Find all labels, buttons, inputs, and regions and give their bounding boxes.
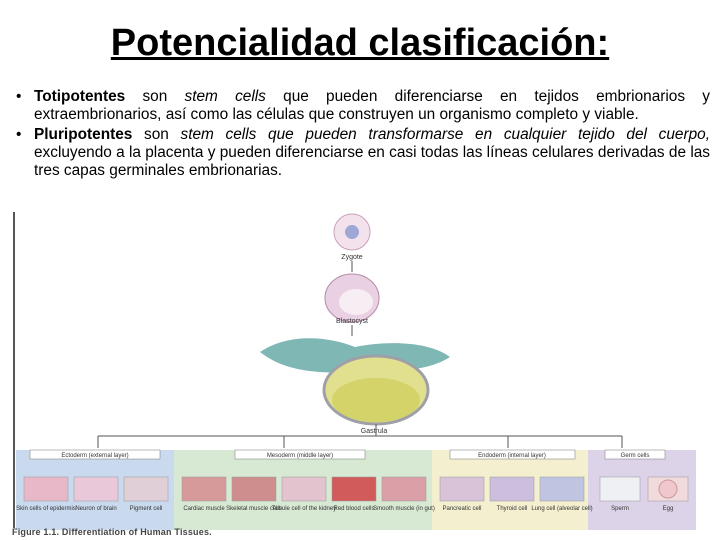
cell-label: Sperm [611,506,629,512]
cell-tile: Thyroid cell [489,476,535,512]
bullet-text: excluyendo a la placenta y pueden difere… [34,144,710,179]
cell-tile: Egg [647,476,689,512]
cell-tile: Cardiac muscle [181,476,227,512]
zygote-nucleus-icon [345,225,359,239]
bullet-pluripotentes: • Pluripotentes son stem cells que puede… [14,126,710,180]
cell-label: Skeletal muscle cells [226,506,282,512]
emph-italic-text: que pueden transformarse en cualquier te… [256,126,710,143]
cell-label: Neuron of brain [75,506,116,512]
layer-label-box [449,449,576,460]
emph-stem-cells: stem cells [180,126,257,143]
cell-label: Pancreatic cell [442,506,481,512]
layer-label-box [29,449,161,460]
layer-label-endoderm: Endoderm (internal layer) [478,453,546,459]
term-totipotentes: Totipotentes [34,88,126,105]
term-pluripotentes: Pluripotentes [34,126,133,143]
bullet-dot-icon: • [16,126,22,143]
cell-tile: Skeletal muscle cells [226,476,282,512]
figure-caption: Figure 1.1. Differentiation of Human Tis… [12,527,212,537]
cell-label: Red blood cells [333,506,374,512]
cell-tile: Red blood cells [331,476,377,512]
layer-label-germ: Germ cells [621,453,650,459]
cell-label: Cardiac muscle [183,506,225,512]
cell-label: Tubule cell of the kidney [272,506,336,512]
connector-text: son [132,126,181,143]
cell-tile: Pigment cell [123,476,169,512]
cell-tile: Smooth muscle (in gut) [373,476,435,512]
cell-tile: Neuron of brain [73,476,119,512]
cell-label: Egg [663,506,674,512]
stage-label-zygote: Zygote [341,254,363,261]
layer-label-box [604,449,666,460]
layer-label-mesoderm: Mesoderm (middle layer) [267,453,333,459]
emph-stem-cells: stem cells [184,88,266,105]
cell-label: Smooth muscle (in gut) [373,506,435,512]
cell-tile: Skin cells of epidermis [16,476,76,512]
differentiation-figure: Zygote Blastocyst Gastrula Ectoderm (ext… [13,212,696,530]
bullet-text: que pueden diferenciarse en tejidos embr… [34,88,710,123]
cell-label: Pigment cell [130,506,163,512]
cell-tile: Sperm [599,476,641,512]
layer-label-ectoderm: Ectoderm (external layer) [61,453,128,459]
cell-tile: Lung cell (alveolar cell) [531,476,593,512]
slide-title: Potencialidad clasificación: [110,22,610,64]
stage-label-gastrula: Gastrula [361,428,388,435]
connector-text: son [125,88,185,105]
cell-tile: Tubule cell of the kidney [272,476,336,512]
bullet-dot-icon: • [16,88,22,105]
cell-tile: Pancreatic cell [439,476,485,512]
bullet-list: • Totipotentes son stem cells que pueden… [14,88,710,182]
blastocyst-cavity-icon [339,289,373,315]
cell-label: Lung cell (alveolar cell) [531,506,592,512]
stage-label-blastocyst: Blastocyst [336,318,368,325]
bullet-totipotentes: • Totipotentes son stem cells que pueden… [14,88,710,124]
cell-label: Thyroid cell [497,506,528,512]
cell-label: Skin cells of epidermis [16,506,76,512]
layer-label-box [234,449,366,460]
gastrula-inner-icon [332,378,420,422]
